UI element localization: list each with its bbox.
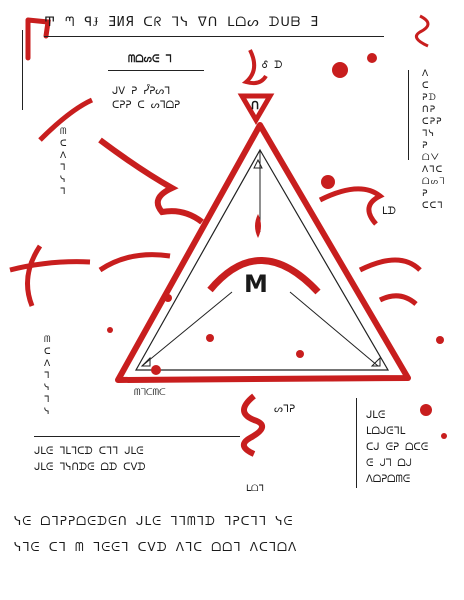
corner-mark-top-right xyxy=(414,14,430,48)
lower-right-line-4: ᕮ ᒍᒣ ᗝᒍ xyxy=(366,458,412,469)
inner-mark xyxy=(253,158,263,169)
blood-splat xyxy=(164,294,172,302)
corner-mark-top-left xyxy=(25,17,51,61)
lower-right-line-2: ᒪᗝᒍᕮᒣᒪ xyxy=(366,426,406,437)
left-column-upper: ᗰ ᑕ ᐱ ᒣ ᓭ ᒣ xyxy=(60,127,68,197)
inner-triangle xyxy=(134,148,390,371)
right-column: ᐱ ᑕ ᕈᗪ ᑎᕈ ᑕᕈᕈ ᒣᓭ ᕈ ᗝᐯ ᐱᒣᑕ ᗝᔕᒣ ᕈ ᑕᑕᒣ xyxy=(422,69,446,211)
sub-rule xyxy=(108,70,204,71)
blood-splat xyxy=(321,175,335,189)
lower-right-rule xyxy=(356,398,357,488)
lower-right-line-3: ᑕᒍ ᕮᕈ ᗝᑕᕮ xyxy=(366,442,429,453)
swirl-left-1 xyxy=(38,97,94,142)
inner-mark xyxy=(140,356,151,367)
eye-glyph xyxy=(255,214,261,238)
blood-splat xyxy=(107,327,113,333)
footer-line-1: ᓭᕮ ᗝᒣᕈᕈᗝᕮᗪᕮᑎ ᒍᒪᕮ ᒣᒣᗰᒣᗪ ᒣᕈᑕᒣᒣ ᓭᕮ xyxy=(14,514,294,528)
label-bottom-mid: ᔕᒣᕈ xyxy=(274,404,296,415)
blood-splat xyxy=(151,365,161,375)
center-glyph-top: ᑎ xyxy=(251,99,260,112)
blood-splat xyxy=(332,62,348,78)
lower-right-line-1: ᒍᒪᕮ xyxy=(366,410,386,421)
lower-right-line-5: ᐱᗝᕈᗝᗰᕮ xyxy=(366,474,411,485)
swirl-right-1 xyxy=(318,186,385,226)
sub-label-2: ᒍᐯ ᕈ ᓮᕈᔕᒣ xyxy=(112,86,171,97)
page-title: Ͳ ᘉ ꟼɈ ƎИЯ ᑕᖇ ᒣᓭ ᐁᑎ ᒪᗝᔕ ᗪᑌᗷ Ǝ xyxy=(44,15,319,30)
sub-label-3: ᑕᕈᕈ ᑕ ᔕᒣᗝᕈ xyxy=(112,100,181,111)
right-rule xyxy=(408,70,409,160)
blood-splat xyxy=(420,404,432,416)
lower-left-line-2: ᒍᒪᕮ ᒣᓭᑎᗪᕮ ᗝᗪ ᑕᐯᗪ xyxy=(34,462,146,473)
lower-left-line-1: ᒍᒪᕮ ᒣᒪᒣᑕᗪ ᑕᒣᒣ ᒍᒪᕮ xyxy=(34,446,144,457)
footer-line-2: ᓭᒣᕮ ᑕᒣ ᗰ ᒣᕮᕮᒣ ᑕᐯᗪ ᐱᒣᑕ ᗝᗝᒣ ᐱᑕᒣᗝᐱ xyxy=(14,540,298,554)
label-bottom-right: ᒪᗝᒣ xyxy=(246,484,264,494)
blood-splat xyxy=(367,53,377,63)
header-rule xyxy=(44,36,384,37)
left-column-lower: ᗰ ᑕ ᐱ ᒣ ᓭ ᒣ ᓭ xyxy=(44,335,52,417)
top-glyph-stroke xyxy=(241,49,268,86)
lower-rule xyxy=(34,436,240,437)
center-glyph-m: M xyxy=(244,270,268,298)
central-arc xyxy=(207,257,321,295)
big-triangle xyxy=(115,122,411,383)
blood-splat xyxy=(441,433,447,439)
sub-right-label: Ꮄ ᗪ xyxy=(262,60,283,71)
label-right-mid: ᒪᗪ xyxy=(382,206,396,217)
sub-label-1: ᗰᗝᔕᕮ ᒣ xyxy=(128,54,172,65)
inner-mark xyxy=(370,356,381,367)
small-inverted-triangle xyxy=(237,93,275,125)
label-bottom-left: ᗰᒣᑕᗰᑕ xyxy=(134,388,166,398)
swirl-left-3 xyxy=(9,244,171,307)
blood-splat xyxy=(296,350,304,358)
blood-splat xyxy=(206,334,214,342)
swirl-right-2 xyxy=(358,257,422,306)
left-rule-upper xyxy=(22,30,23,110)
swirl-left-2 xyxy=(98,137,204,225)
bottom-glyph-stroke xyxy=(241,393,265,457)
blood-splat xyxy=(436,336,444,344)
